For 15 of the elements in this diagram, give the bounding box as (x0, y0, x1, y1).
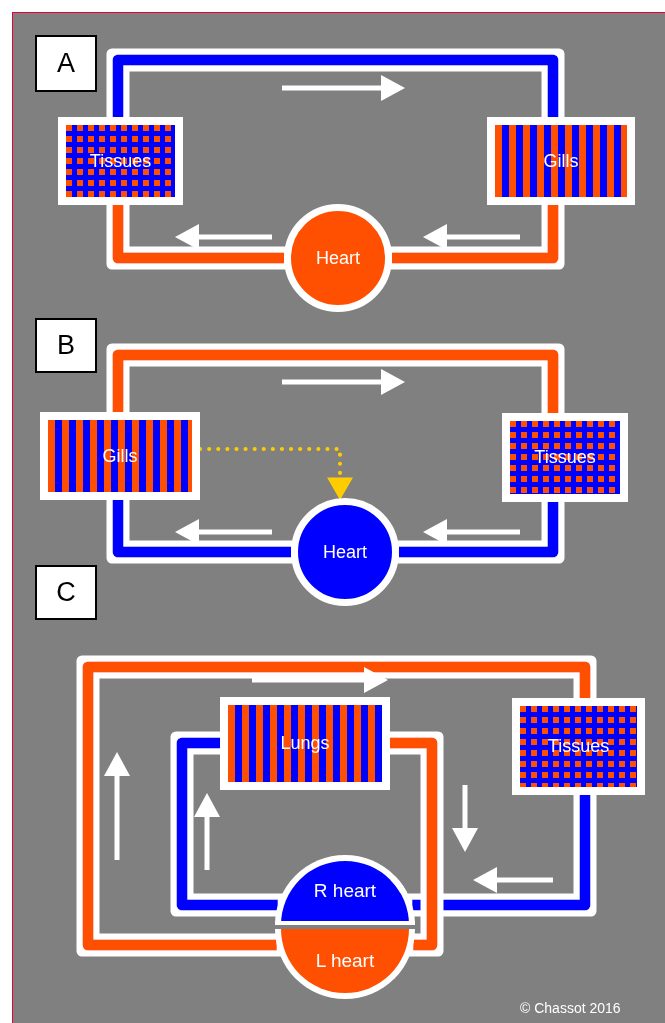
tissue-block: Tissues (502, 413, 628, 502)
tissue-block: Tissues (512, 698, 645, 795)
dotted-connector (198, 447, 353, 501)
panel-label: A (35, 35, 97, 92)
blood-vessel (112, 205, 284, 264)
panel-label: B (35, 318, 97, 373)
tissue-block: Tissues (58, 117, 183, 205)
blood-vessel (82, 661, 591, 951)
blood-vessel (399, 502, 559, 558)
panel-label: C (35, 565, 97, 620)
blood-vessel (112, 500, 291, 558)
blood-vessel (176, 737, 278, 911)
copyright-note: © Chassot 2016 (520, 1000, 621, 1016)
blood-vessel (412, 795, 591, 911)
blood-vessel (390, 737, 438, 951)
